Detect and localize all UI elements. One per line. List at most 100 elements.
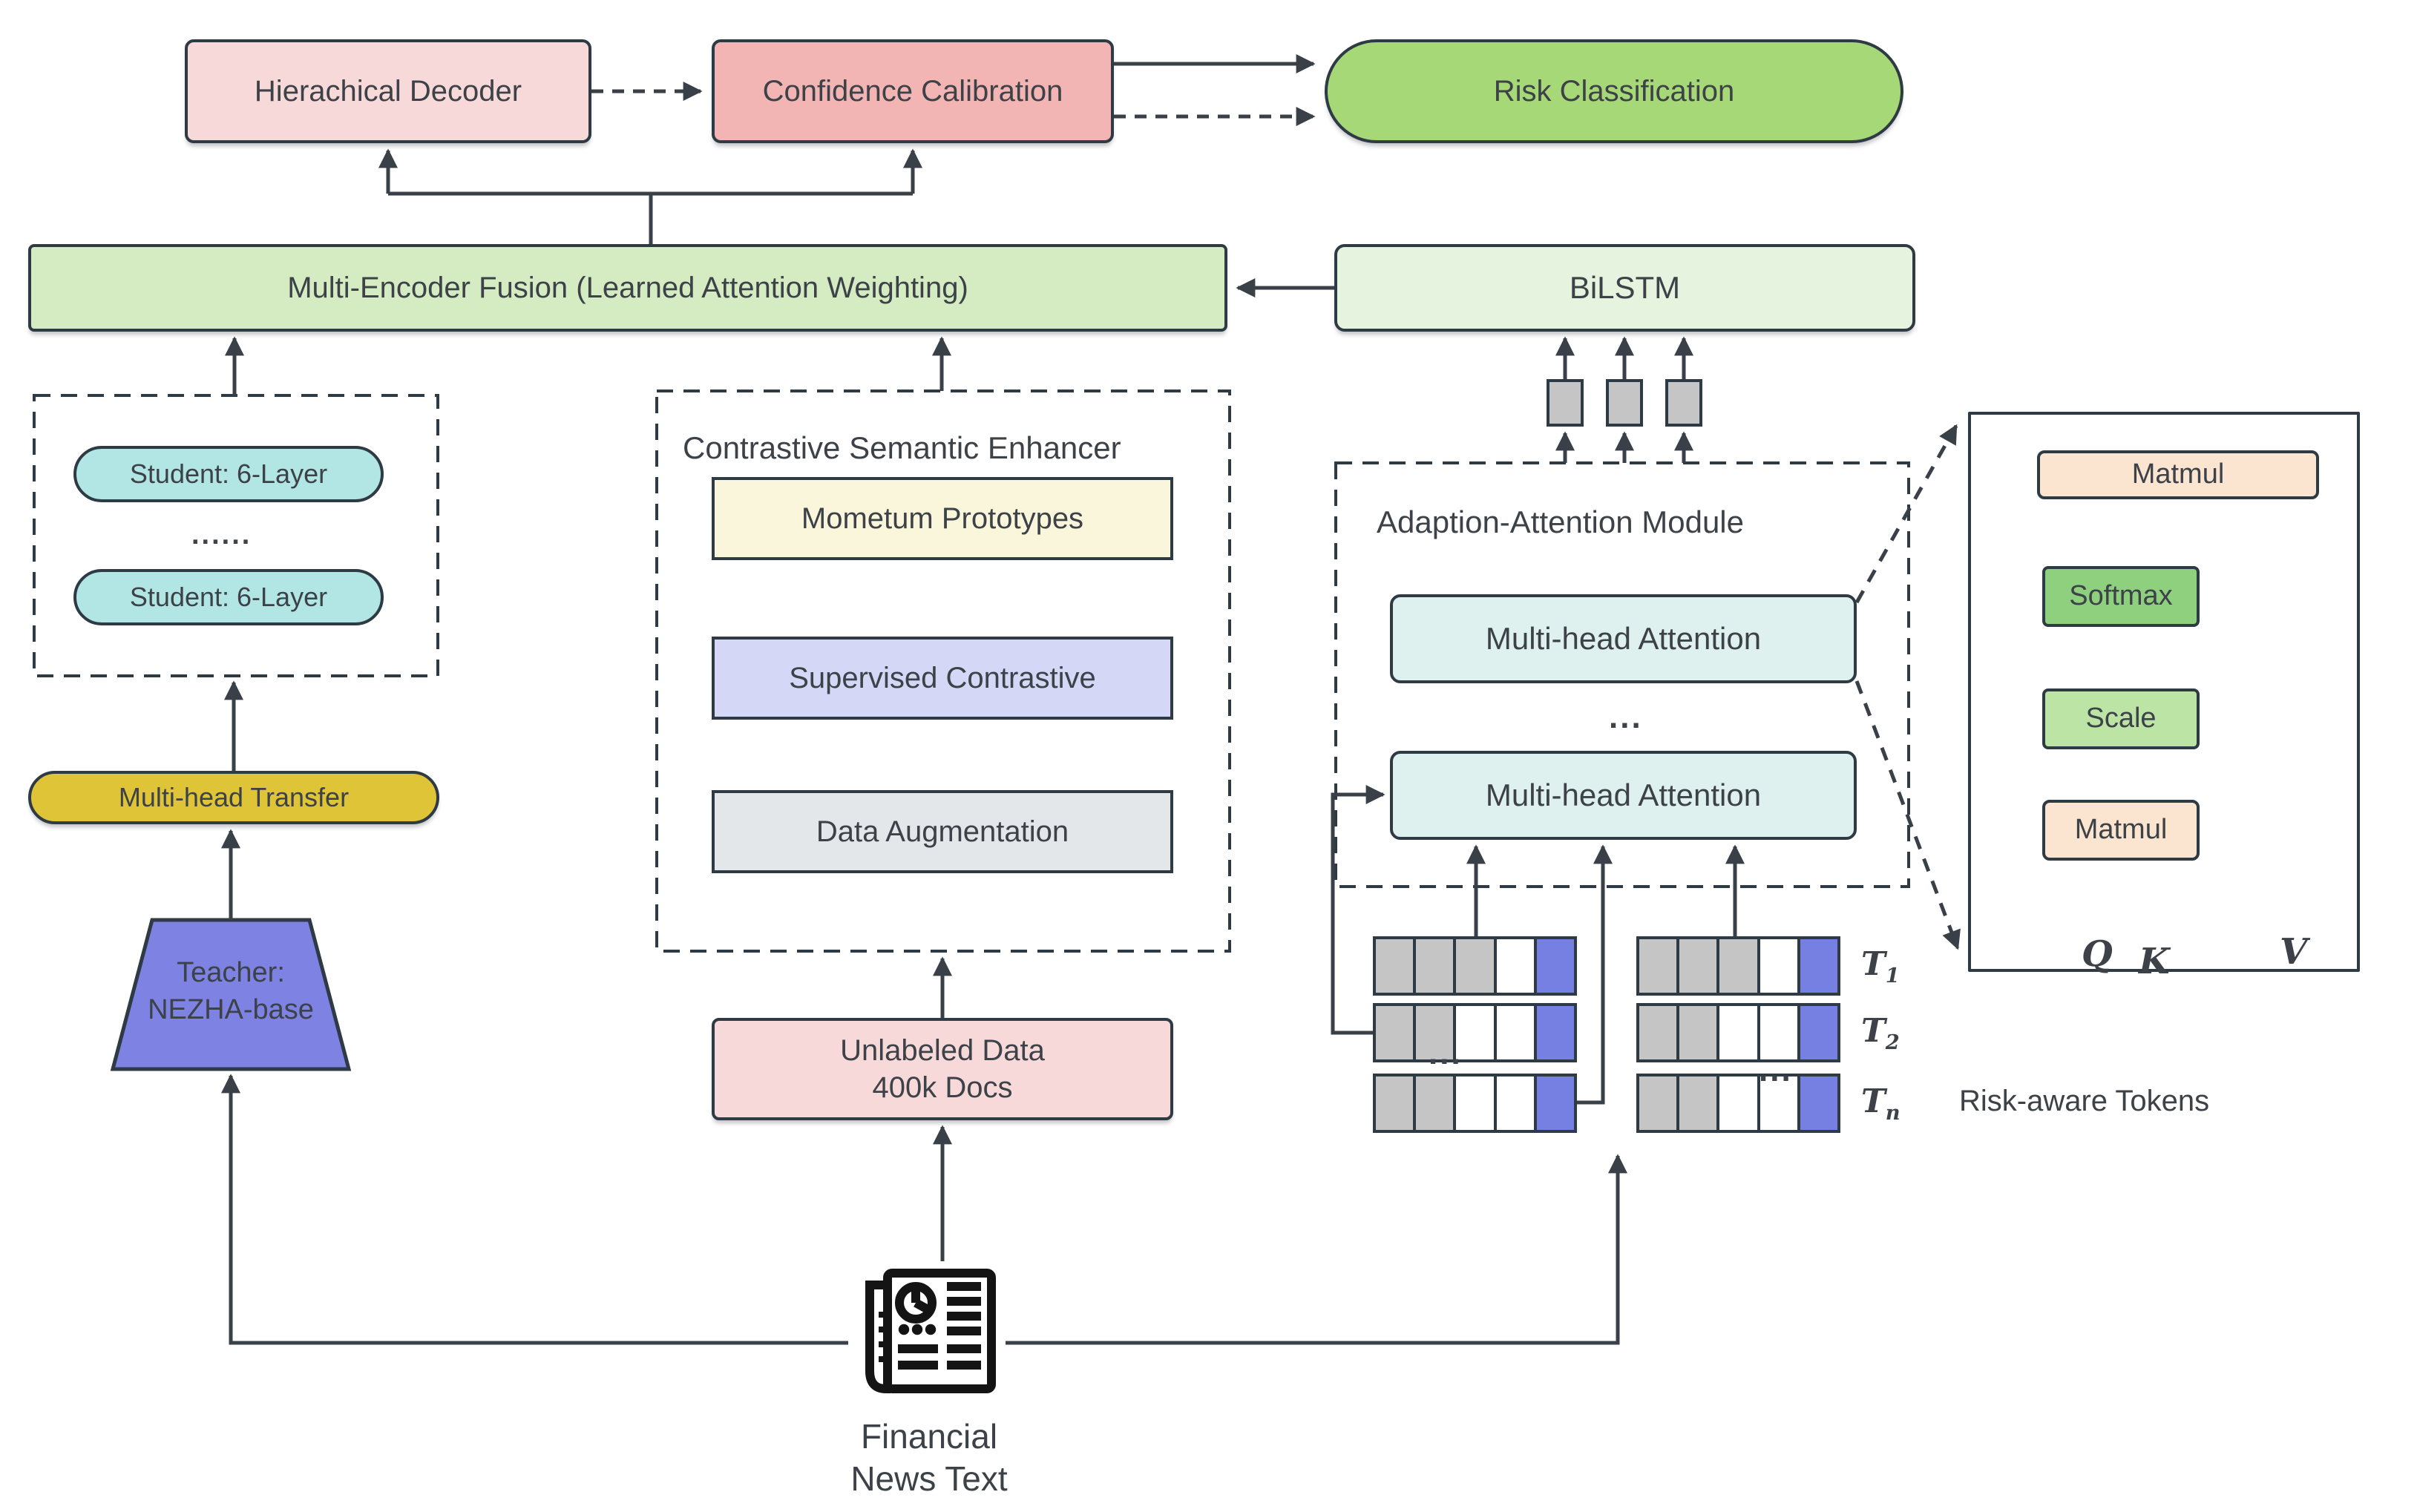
momentum-prototypes-label: Mometum Prototypes (801, 502, 1084, 535)
multi-head-transfer-label: Multi-head Transfer (118, 782, 350, 813)
bilstm-label: BiLSTM (1569, 269, 1681, 305)
token-cell-white (1453, 1003, 1497, 1062)
attention-module-title: Adaption-Attention Module (1377, 504, 1744, 539)
q-label: Q (2082, 933, 2113, 975)
financial-news-line1: Financial (860, 1417, 998, 1456)
softmax-box: Softmax (2042, 566, 2200, 627)
scale-box: Scale (2042, 688, 2200, 749)
token-row-t2-right (1636, 1003, 1841, 1062)
teacher-label: Teacher: NEZHA-base (119, 954, 342, 1028)
momentum-prototypes-box: Mometum Prototypes (712, 477, 1173, 560)
risk-aware-tokens-label: Risk-aware Tokens (1959, 1085, 2210, 1117)
financial-news-line2: News Text (850, 1459, 1008, 1498)
matmul-bottom-label: Matmul (2074, 814, 2168, 846)
token-cell-gray (1413, 1074, 1457, 1133)
token-cell-gray (1716, 936, 1760, 996)
arrow-tn-elbow-to-mha (1576, 844, 1613, 1105)
attention-module-dashed-box (1334, 461, 1910, 888)
token-row-t2-left (1373, 1003, 1578, 1062)
contrastive-enhancer-dashed-box (655, 389, 1231, 953)
hidden-state-square (1606, 379, 1643, 427)
hierarchical-decoder-label: Hierachical Decoder (254, 75, 522, 108)
token-cell-gray (1676, 936, 1720, 996)
token-cell-gray (1413, 936, 1457, 996)
token-cell-gray (1373, 936, 1417, 996)
arrow-t2-loop-to-mha (1331, 785, 1385, 1035)
token-right-ellipsis: ... (1759, 1052, 1793, 1088)
token-cell-white (1493, 1074, 1537, 1133)
unlabeled-data-line2: 400k Docs (872, 1071, 1013, 1104)
token-connectors (1331, 785, 1745, 1105)
student-bottom-label: Student: 6-Layer (129, 582, 328, 613)
token-cell-white (1493, 1003, 1537, 1062)
token-cell-blue (1797, 1003, 1841, 1062)
supervised-contrastive-label: Supervised Contrastive (789, 662, 1096, 694)
mha-ellipsis: ... (1609, 699, 1643, 735)
dashed-expand-bottom (1854, 680, 1961, 950)
k-label: K (2139, 941, 2170, 982)
confidence-calibration-box: Confidence Calibration (712, 39, 1114, 143)
token-cell-gray (1636, 1003, 1680, 1062)
token-cell-blue (1797, 1074, 1841, 1133)
student-top-label: Student: 6-Layer (129, 458, 328, 490)
token-cell-gray (1453, 936, 1497, 996)
token-cell-white (1493, 936, 1537, 996)
matmul-top-label: Matmul (2131, 458, 2225, 490)
teacher-trapezoid (110, 918, 352, 1071)
hierarchical-decoder-box: Hierachical Decoder (185, 39, 591, 143)
risk-classification-label: Risk Classification (1493, 75, 1735, 108)
token-cell-gray (1373, 1003, 1417, 1062)
softmax-label: Softmax (2069, 580, 2173, 612)
data-augmentation-label: Data Augmentation (816, 815, 1069, 848)
enhancer-title: Contrastive Semantic Enhancer (683, 430, 1121, 465)
token-row-tn-left (1373, 1074, 1578, 1133)
fusion-to-top-junction (388, 191, 913, 244)
token-cell-white (1453, 1074, 1497, 1133)
token-row-tn-right (1636, 1074, 1841, 1133)
token-cell-white (1716, 1003, 1760, 1062)
token-cell-gray (1636, 936, 1680, 996)
newspaper-icon (865, 1269, 996, 1393)
token-cell-blue (1533, 1003, 1578, 1062)
scale-label: Scale (2085, 703, 2157, 734)
dashed-expand-top (1854, 424, 1958, 604)
arrow-news-to-teacher (221, 1074, 848, 1345)
token-cell-gray (1373, 1074, 1417, 1133)
token-label-t2: T2 (1861, 1012, 1900, 1054)
matmul-top-box: Matmul (2037, 450, 2319, 499)
student-ellipsis: ...... (191, 519, 252, 550)
expansion-dashed-lines (1854, 424, 1961, 950)
mid-tier-connectors (221, 278, 1334, 920)
teacher-label-line1: Teacher: (177, 957, 285, 988)
top-row-connectors (378, 54, 1316, 244)
source-connectors (221, 956, 1627, 1345)
hidden-state-square (1665, 379, 1702, 427)
mha-top-label: Multi-head Attention (1485, 620, 1762, 656)
arrow-news-to-tokens (1006, 1154, 1627, 1345)
mha-top-box: Multi-head Attention (1390, 594, 1857, 683)
unlabeled-data-box: Unlabeled Data 400k Docs (712, 1018, 1173, 1120)
token-cell-white (1757, 1003, 1800, 1062)
token-label-t1: T1 (1861, 945, 1900, 987)
teacher-label-line2: NEZHA-base (148, 994, 314, 1025)
bilstm-square-connectors (1555, 336, 1693, 463)
hidden-state-square (1547, 379, 1584, 427)
token-row-t1-left (1373, 936, 1578, 996)
matmul-bottom-box: Matmul (2042, 800, 2200, 861)
token-cell-gray (1676, 1074, 1720, 1133)
multi-encoder-fusion-label: Multi-Encoder Fusion (Learned Attention … (287, 272, 968, 304)
supervised-contrastive-box: Supervised Contrastive (712, 637, 1173, 720)
token-label-tn: Tn (1861, 1082, 1901, 1125)
token-cell-white (1757, 936, 1800, 996)
confidence-calibration-label: Confidence Calibration (762, 75, 1063, 108)
unlabeled-data-line1: Unlabeled Data (840, 1034, 1045, 1067)
financial-news-caption: Financial News Text (818, 1416, 1040, 1500)
bilstm-box: BiLSTM (1334, 244, 1915, 332)
multi-head-transfer-box: Multi-head Transfer (28, 771, 439, 824)
token-left-ellipsis: ... (1429, 1035, 1463, 1071)
token-cell-white (1716, 1074, 1760, 1133)
v-label: V (2280, 931, 2308, 973)
student-bottom-box: Student: 6-Layer (73, 569, 384, 625)
